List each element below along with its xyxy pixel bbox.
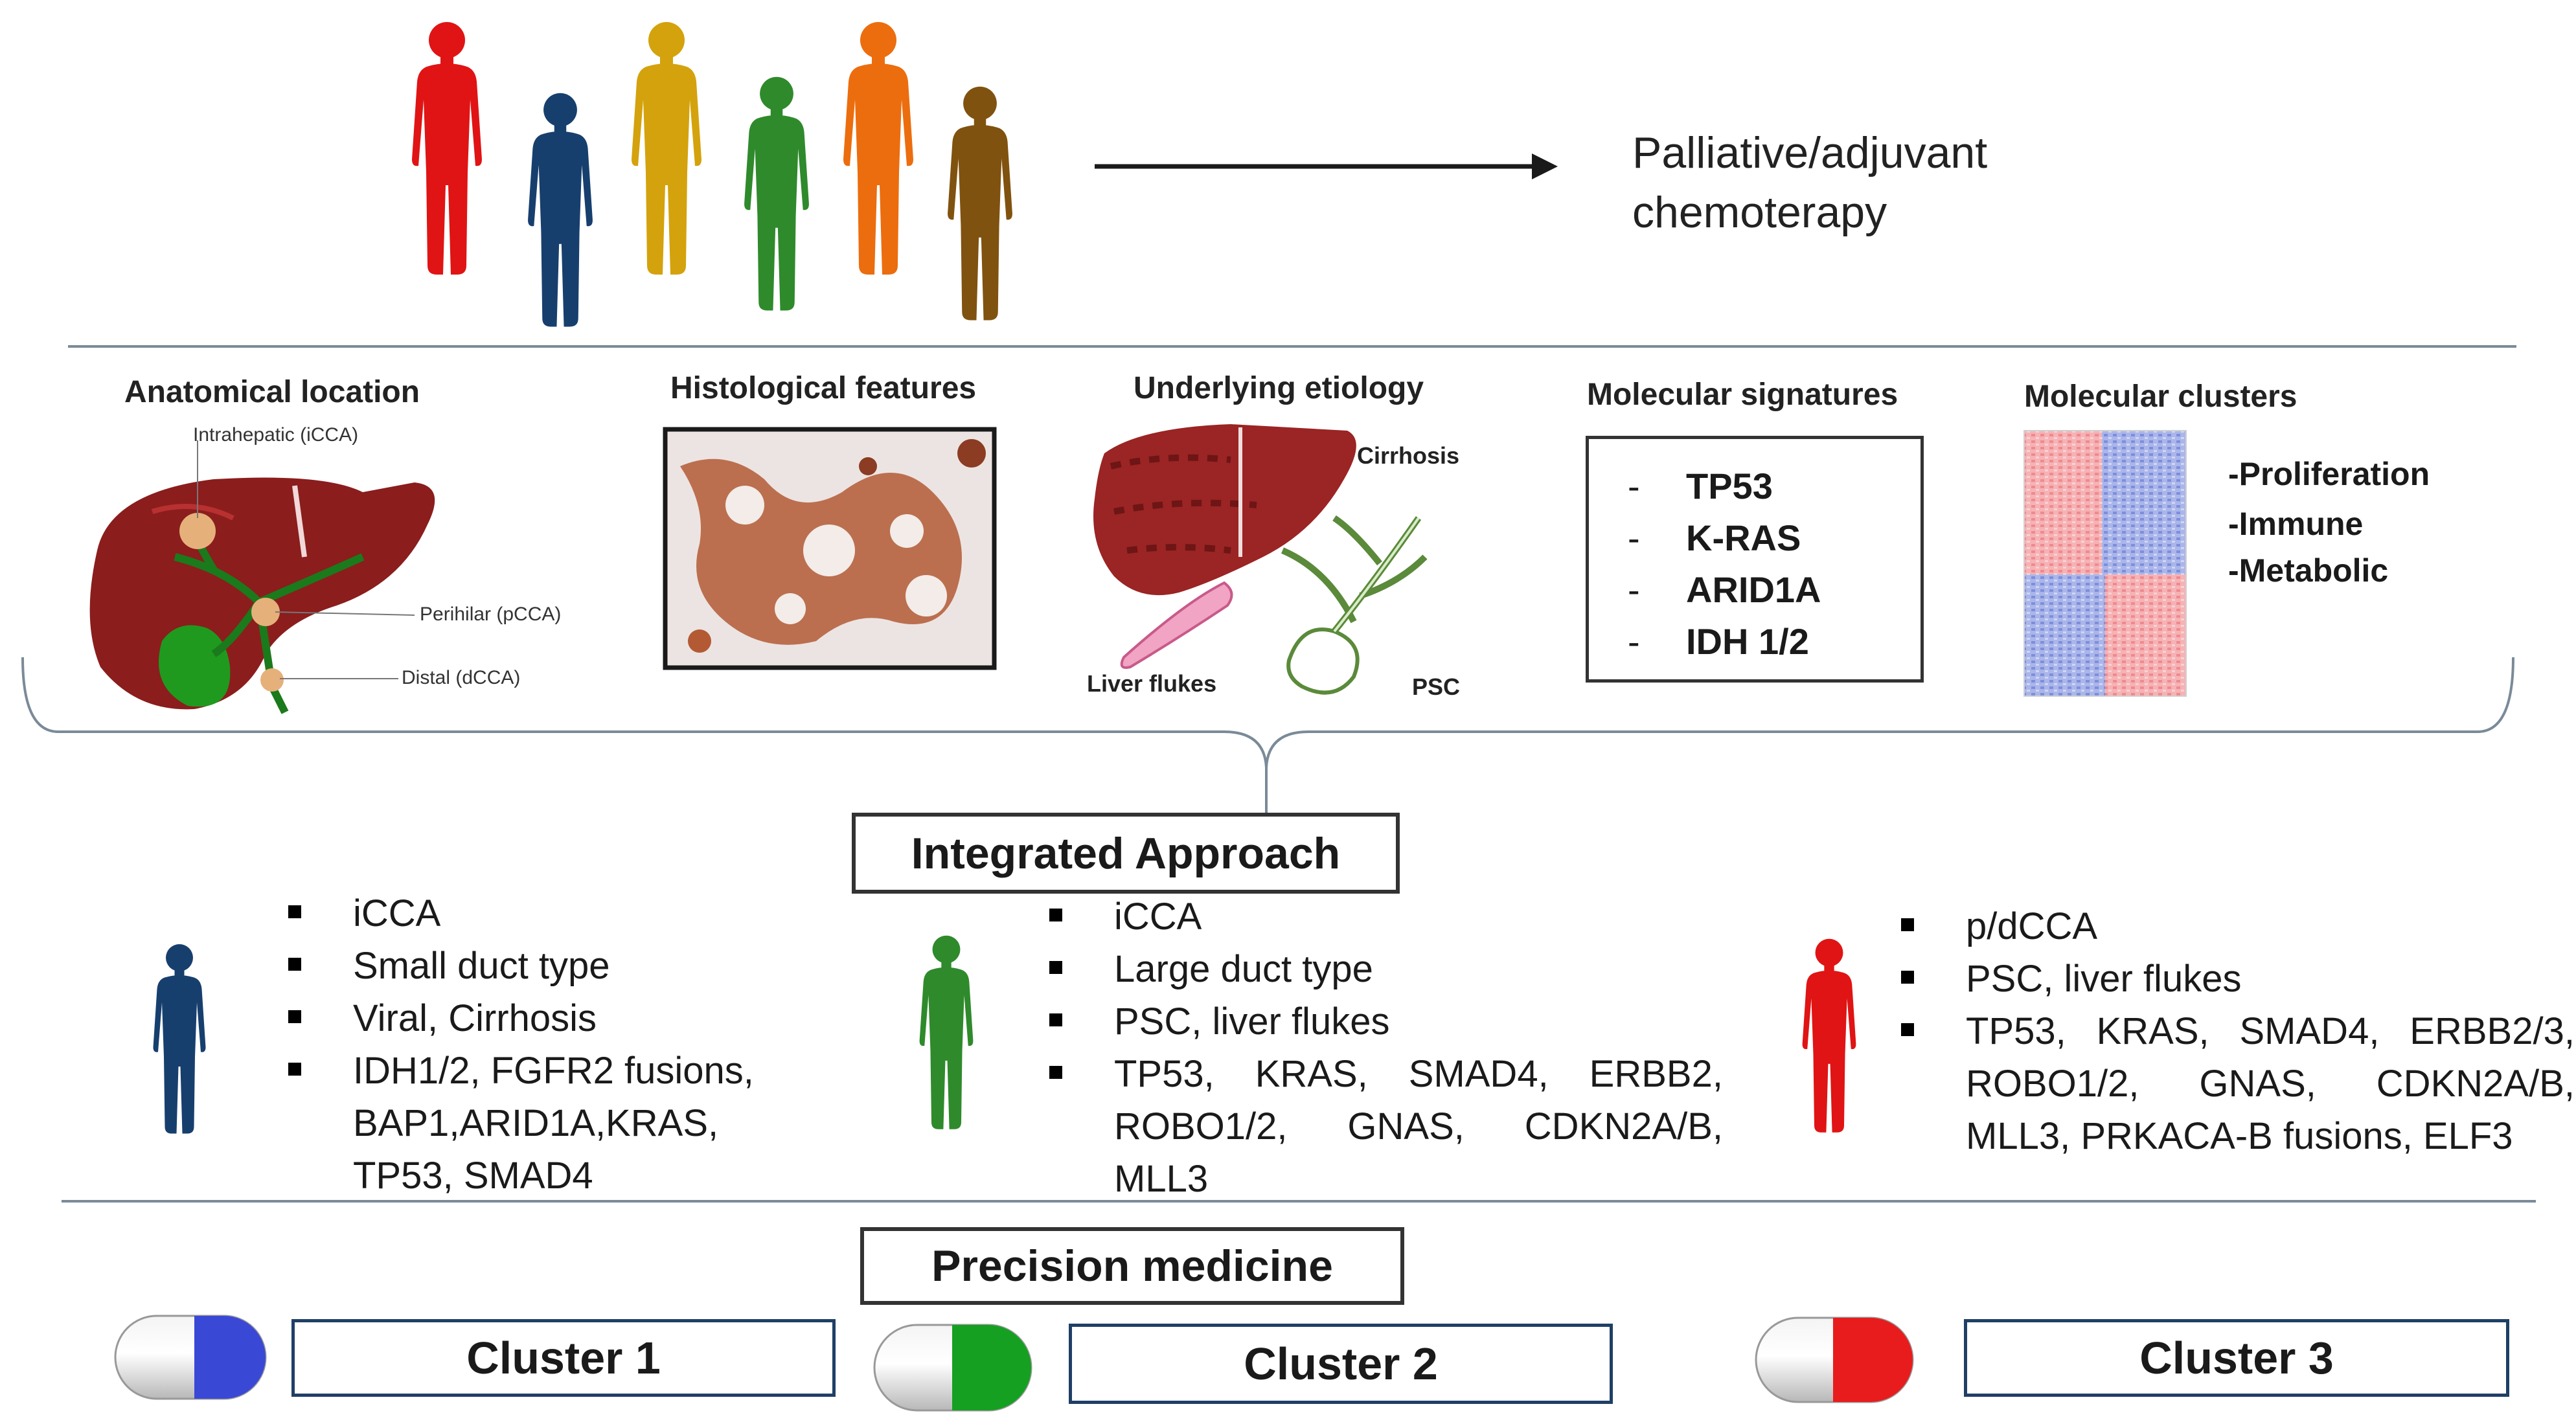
- patients-group: [412, 22, 1012, 327]
- list-item-continuation: MLL3: [1114, 1158, 1209, 1200]
- person-icon-cluster-2: [919, 935, 974, 1129]
- cluster-3-box: Cluster 3: [1964, 1319, 2509, 1397]
- cluster-label-immune: -Immune: [2228, 506, 2364, 542]
- label-cirrhosis: Cirrhosis: [1357, 442, 1460, 469]
- etiology-illustration: [1093, 424, 1428, 695]
- precision-medicine-box: Precision medicine: [860, 1227, 1404, 1305]
- list-item: iCCA: [288, 887, 768, 940]
- group-1-list: iCCA Small duct type Viral, Cirrhosis ID…: [288, 887, 768, 1202]
- cluster-label-metabolic: -Metabolic: [2228, 552, 2389, 589]
- group-3-list: p/dCCA PSC, liver flukes TP53,KRAS,SMAD4…: [1901, 900, 2575, 1162]
- signature-item: -K-RAS: [1628, 517, 1801, 558]
- person-icon-brown: [948, 86, 1012, 321]
- list-item: PSC, liver flukes: [1901, 953, 2575, 1005]
- treatment-arrow: [1095, 153, 1558, 179]
- heatmap-image: [2023, 430, 2187, 697]
- person-icon-navy: [528, 93, 593, 327]
- molecular-clusters-title: Molecular clusters: [2024, 379, 2297, 414]
- pill-icon-cluster-2: [873, 1324, 1032, 1412]
- treatment-text-line1: Palliative/adjuvant: [1632, 128, 1988, 177]
- list-item: IDH1/2, FGFR2 fusions,: [288, 1045, 768, 1097]
- list-item: TP53,KRAS,SMAD4,ERBB2/3,: [1901, 1005, 2575, 1057]
- list-item-continuation: MLL3, PRKACA-B fusions, ELF3: [1966, 1115, 2513, 1157]
- list-item: p/dCCA: [1901, 900, 2575, 953]
- signature-item: -ARID1A: [1628, 569, 1821, 610]
- treatment-text: Palliative/adjuvant chemoterapy: [1632, 123, 1987, 242]
- liver-anatomy-illustration: [89, 440, 435, 714]
- list-item-continuation: TP53, SMAD4: [353, 1155, 593, 1197]
- list-item: PSC, liver flukes: [1049, 995, 1723, 1048]
- list-item: TP53,KRAS,SMAD4,ERBB2,: [1049, 1048, 1723, 1100]
- treatment-text-line2: chemoterapy: [1632, 188, 1887, 237]
- list-item-continuation: ROBO1/2,GNAS,CDKN2A/B,: [1114, 1105, 1723, 1147]
- list-item: Small duct type: [288, 940, 768, 992]
- integrated-approach-box: Integrated Approach: [852, 813, 1400, 894]
- label-distal: Distal (dCCA): [402, 667, 521, 688]
- bracket: [21, 657, 2514, 813]
- label-psc: PSC: [1412, 673, 1461, 700]
- histological-features-title: Histological features: [670, 371, 977, 405]
- person-icon-cluster-3: [1802, 938, 1856, 1133]
- pill-icon-cluster-3: [1755, 1317, 1914, 1403]
- label-intrahepatic: Intrahepatic (iCCA): [193, 424, 359, 446]
- label-liver-flukes: Liver flukes: [1087, 670, 1217, 697]
- pill-icon-cluster-1: [114, 1315, 267, 1400]
- list-item-continuation: BAP1,ARID1A,KRAS,: [353, 1102, 719, 1144]
- list-item-continuation: ROBO1/2,GNAS,CDKN2A/B,: [1966, 1063, 2575, 1105]
- group-2-list: iCCA Large duct type PSC, liver flukes T…: [1049, 890, 1723, 1205]
- person-icon-gold: [632, 22, 701, 275]
- signature-item: -TP53: [1628, 466, 1773, 506]
- label-perihilar: Perihilar (pCCA): [420, 604, 562, 625]
- histology-image: [663, 427, 997, 670]
- list-item: Large duct type: [1049, 943, 1723, 995]
- underlying-etiology-title: Underlying etiology: [1134, 371, 1424, 405]
- cluster-2-box: Cluster 2: [1069, 1324, 1613, 1404]
- list-item: iCCA: [1049, 890, 1723, 943]
- molecular-signatures-title: Molecular signatures: [1587, 378, 1898, 412]
- person-icon-red: [412, 22, 482, 275]
- person-icon-orange: [843, 22, 913, 275]
- signature-item: -IDH 1/2: [1628, 621, 1809, 662]
- list-item: Viral, Cirrhosis: [288, 992, 768, 1045]
- molecular-signatures-box: -TP53 -K-RAS -ARID1A -IDH 1/2: [1586, 436, 1924, 683]
- cluster-1-box: Cluster 1: [291, 1319, 836, 1397]
- cluster-label-proliferation: -Proliferation: [2228, 456, 2430, 492]
- person-icon-green: [744, 76, 809, 311]
- person-icon-cluster-1: [153, 944, 206, 1134]
- anatomical-location-title: Anatomical location: [124, 375, 420, 409]
